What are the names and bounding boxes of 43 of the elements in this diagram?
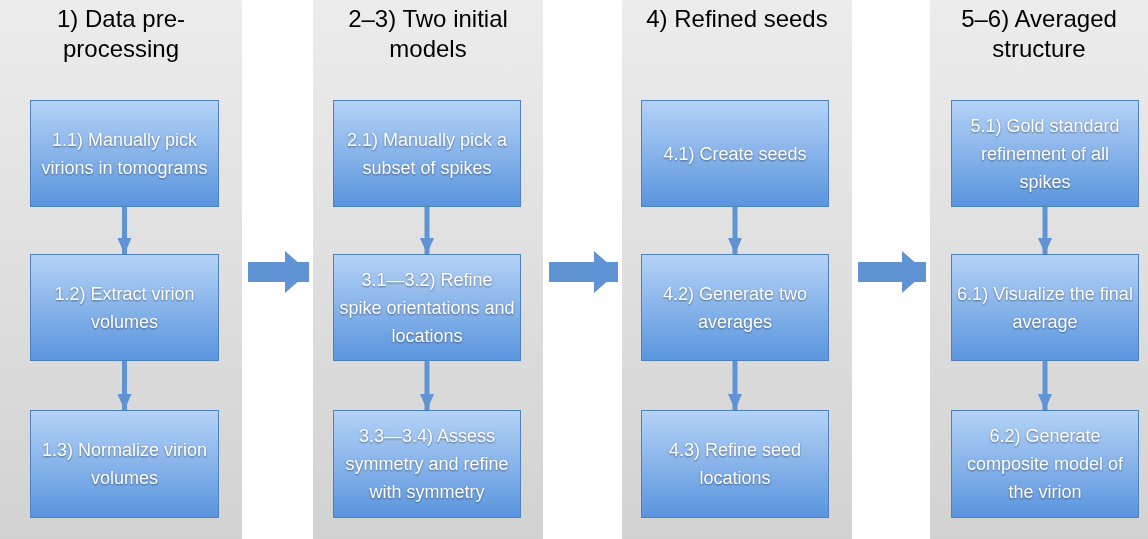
arrow — [1038, 207, 1052, 254]
step-text: 5.1) Gold standard refinement of all spikes — [969, 114, 1121, 194]
step-text: 3.3—3.4) Assess symmetry and refine with symmetry — [344, 425, 510, 504]
arrow — [117, 361, 132, 410]
step-text: 4.2) Generate two averages — [661, 282, 809, 334]
arrow — [728, 361, 742, 410]
stage-panel — [0, 0, 242, 539]
arrow — [1038, 361, 1052, 410]
step-text: 1.1) Manually pick virions in tomograms — [40, 128, 209, 180]
step-text: 1.3) Normalize virion volumes — [40, 439, 209, 490]
step-text: 6.2) Generate composite model of the virion — [965, 425, 1125, 504]
process-box — [333, 254, 521, 361]
step-text: 1.2) Extract virion volumes — [53, 282, 196, 334]
step-text: 2.1) Manually pick a subset of spikes — [345, 128, 509, 180]
process-box — [333, 410, 521, 518]
arrow — [858, 251, 926, 293]
process-box — [641, 410, 829, 518]
stage-heading: 4) Refined seeds — [645, 4, 829, 34]
process-box — [951, 254, 1139, 361]
arrow — [420, 361, 434, 410]
arrow — [728, 207, 742, 254]
process-box — [30, 254, 219, 361]
process-box — [951, 410, 1139, 518]
arrow — [248, 251, 309, 293]
arrow — [117, 207, 132, 254]
stage-panel — [313, 0, 543, 539]
process-box — [30, 100, 219, 207]
process-box — [951, 100, 1139, 207]
step-text: 3.1—3.2) Refine spike orientations and locations — [338, 268, 516, 348]
arrow — [420, 207, 434, 254]
stage-heading: 2–3) Two initial models — [347, 4, 509, 64]
stage-heading: 1) Data pre-processing — [55, 4, 187, 64]
process-box — [333, 100, 521, 207]
step-text: 6.1) Visualize the final average — [956, 282, 1134, 334]
stage-heading: 5–6) Averaged structure — [960, 4, 1118, 64]
process-box — [641, 100, 829, 207]
stage-panel — [622, 0, 852, 539]
stage-panel — [930, 0, 1148, 539]
process-box — [641, 254, 829, 361]
step-text: 4.1) Create seeds — [662, 142, 808, 166]
step-text: 4.3) Refine seed locations — [667, 439, 803, 490]
process-box — [30, 410, 219, 518]
arrow — [549, 251, 618, 293]
